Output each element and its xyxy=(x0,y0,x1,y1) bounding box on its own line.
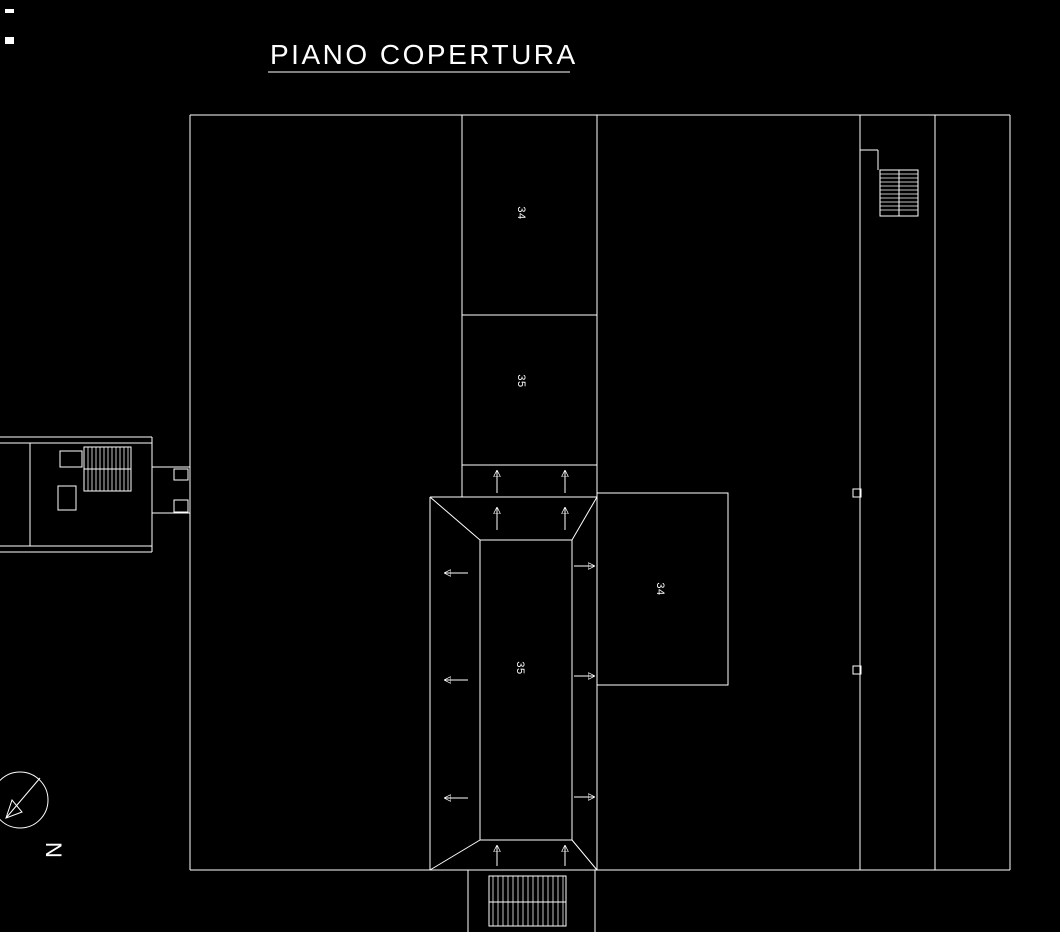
side-roof: 34 xyxy=(596,492,729,686)
wall-tick xyxy=(852,488,862,498)
page-title: PIANO COPERTURA xyxy=(270,39,578,70)
left-stair-block xyxy=(0,436,190,553)
shaft-rect xyxy=(57,485,77,511)
side-roof-rect xyxy=(596,492,729,686)
door-rect xyxy=(173,499,189,513)
hip-line xyxy=(571,496,598,541)
stair-outline xyxy=(488,875,567,927)
stair-tread-hatch xyxy=(880,173,918,211)
hip-line xyxy=(429,839,481,871)
top-right-stair xyxy=(860,149,919,217)
north-compass: N xyxy=(0,771,66,858)
roof-area-label: 34 xyxy=(654,582,666,595)
roof-strips: 34 35 xyxy=(461,115,598,870)
shaft-rect xyxy=(59,450,83,468)
screen-artifact xyxy=(5,9,14,44)
central-roof: 35 xyxy=(429,496,598,871)
door-rect xyxy=(173,468,189,481)
wall-tick xyxy=(852,665,862,675)
stair-tread-hatch xyxy=(492,876,564,926)
stair-tread-hatch xyxy=(87,447,129,491)
roof-ridge-rect xyxy=(479,539,573,841)
roof-area-label: 35 xyxy=(515,374,527,387)
north-arrow-icon xyxy=(5,777,41,819)
plan-title-group: PIANO COPERTURA xyxy=(268,39,578,73)
bottom-stair xyxy=(467,870,596,932)
north-arrow-head xyxy=(5,798,23,819)
hip-line xyxy=(429,496,481,541)
hip-line xyxy=(571,839,598,871)
roof-area-label: 34 xyxy=(515,206,527,219)
north-label: N xyxy=(41,842,66,858)
building-outline xyxy=(189,114,1011,871)
compass-circle xyxy=(0,771,49,829)
roof-area-label: 35 xyxy=(514,661,526,674)
